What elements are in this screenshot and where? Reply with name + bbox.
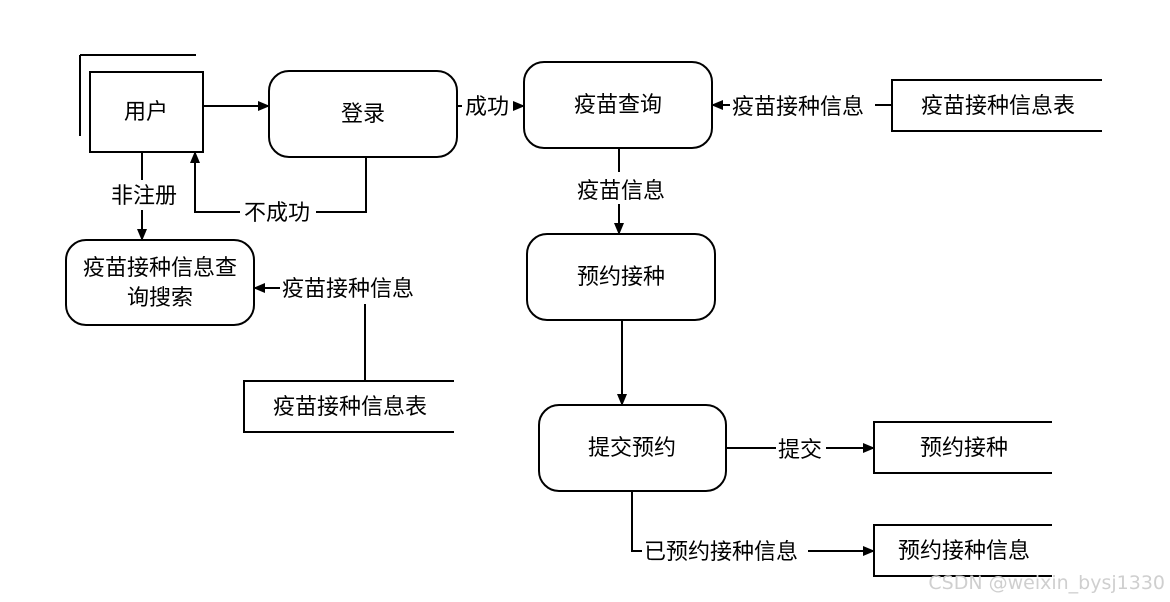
vaccine-query-label: 疫苗查询 — [574, 93, 662, 118]
reservation-info-store: 预约接种信息 — [873, 524, 1052, 577]
submit-reservation-process: 提交预约 — [538, 404, 727, 492]
flow-vaccine-info-bottom-label: 疫苗接种信息 — [282, 277, 414, 302]
flow-vaccine-info-label: 疫苗信息 — [577, 179, 665, 204]
flow-login-to-user — [316, 157, 367, 213]
flow-submit-to-info — [631, 491, 642, 552]
reserve-process: 预约接种 — [526, 233, 716, 321]
user-label: 用户 — [124, 100, 168, 125]
reservation-info-store-label: 预约接种信息 — [898, 539, 1030, 564]
flow-fail-label: 不成功 — [244, 201, 310, 226]
watermark: CSDN @weixin_bysj1330 — [928, 572, 1165, 594]
login-process: 登录 — [268, 70, 458, 158]
vaccine-query-process: 疫苗查询 — [523, 61, 713, 149]
submit-reservation-label: 提交预约 — [588, 436, 676, 461]
login-label: 登录 — [341, 102, 385, 127]
flow-submit-label: 提交 — [778, 438, 822, 463]
reservation-store-label: 预约接种 — [920, 436, 1008, 461]
vaccine-info-table-store-top: 疫苗接种信息表 — [891, 79, 1102, 132]
reserve-label: 预约接种 — [577, 265, 665, 290]
flow-success-label: 成功 — [465, 95, 509, 120]
reservation-store: 预约接种 — [873, 421, 1052, 474]
vaccine-info-search-process: 疫苗接种信息查 询搜索 — [65, 239, 255, 326]
user-entity: 用户 — [79, 54, 204, 153]
vaccine-info-table-top-label: 疫苗接种信息表 — [921, 94, 1075, 119]
vaccine-info-search-label-line2: 询搜索 — [127, 286, 193, 311]
flow-login-to-user-arrow — [190, 151, 240, 213]
flow-vaccine-info-top-label: 疫苗接种信息 — [732, 95, 864, 120]
vaccine-info-table-store-bottom: 疫苗接种信息表 — [243, 380, 454, 433]
vaccine-info-search-label-line1: 疫苗接种信息查 — [83, 256, 237, 281]
flow-unregistered-label: 非注册 — [111, 184, 177, 209]
vaccine-info-table-bottom-label: 疫苗接种信息表 — [273, 395, 427, 420]
flow-reserved-info-label: 已预约接种信息 — [644, 540, 798, 565]
